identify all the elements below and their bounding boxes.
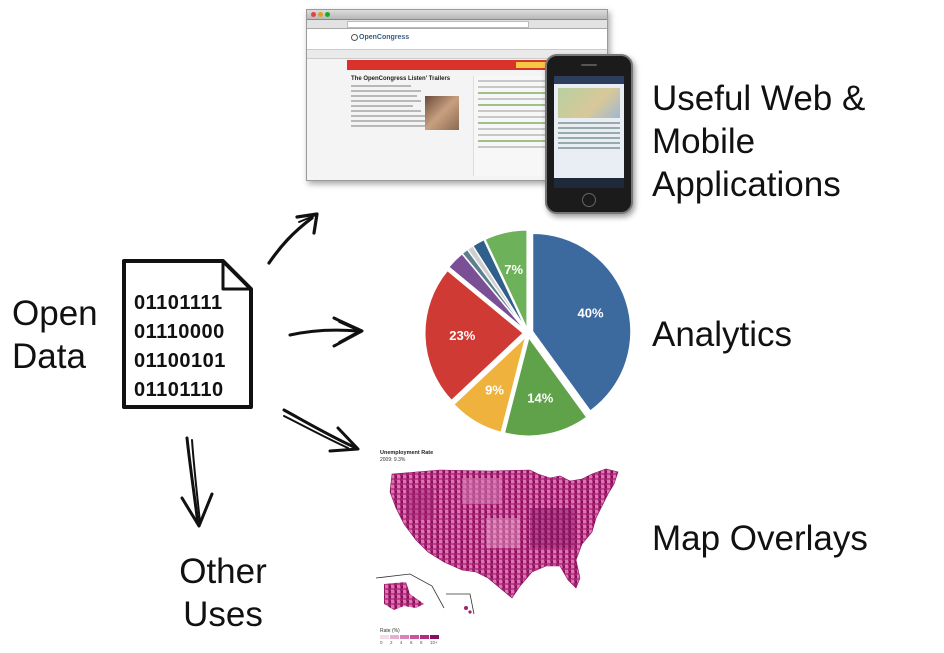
arrow-to-map-icon bbox=[282, 408, 360, 453]
web-mobile-label: Useful Web & Mobile Applications bbox=[652, 77, 942, 206]
legend-tick: 10+ bbox=[430, 640, 438, 645]
analytics-pie-chart: 40% 14% 9% 23% 7% bbox=[424, 229, 632, 437]
analytics-label: Analytics bbox=[652, 315, 793, 354]
pie-slice bbox=[453, 335, 527, 433]
site-banner bbox=[347, 60, 562, 70]
pie-slice bbox=[424, 269, 524, 401]
other-uses-line-2: Uses bbox=[183, 595, 263, 634]
legend-swatch bbox=[380, 635, 389, 639]
site-name: OpenCongress bbox=[359, 34, 410, 41]
post-title: The OpenCongress Listen' Trailers bbox=[351, 76, 451, 82]
hawaii-inset bbox=[446, 593, 475, 615]
legend-swatch bbox=[410, 635, 419, 639]
legend-tick: 2 bbox=[390, 640, 393, 645]
map-subtitle: 2009: 9.3% bbox=[380, 457, 406, 463]
pie-slice bbox=[448, 253, 525, 330]
binary-line: 01101110 bbox=[134, 379, 224, 401]
contiguous-us-shape bbox=[389, 468, 619, 599]
open-data-line-1: Open bbox=[12, 294, 98, 333]
legend-swatch bbox=[430, 635, 439, 639]
arrow-to-web-icon bbox=[267, 212, 319, 265]
pie-slice bbox=[484, 229, 528, 329]
open-data-label: Open Data bbox=[12, 292, 132, 378]
other-uses-line-1: Other bbox=[179, 552, 267, 591]
pie-slice bbox=[503, 336, 588, 437]
legend-tick: 0 bbox=[380, 640, 383, 645]
legend-swatch bbox=[400, 635, 409, 639]
us-choropleth-map bbox=[375, 468, 619, 615]
legend-label: Rate (%) bbox=[380, 628, 400, 634]
blog-post: The OpenCongress Listen' Trailers bbox=[351, 76, 461, 130]
pie-slice-label: 23% bbox=[449, 328, 475, 343]
other-uses-label: Other Uses bbox=[168, 550, 278, 636]
map-title: Unemployment Rate bbox=[380, 450, 434, 456]
binary-line: 01110000 bbox=[134, 321, 225, 343]
web-label-line-1: Useful Web & bbox=[652, 79, 866, 118]
arrow-to-other-uses-icon bbox=[180, 436, 214, 528]
pie-slice-label: 7% bbox=[504, 262, 523, 277]
url-field bbox=[347, 21, 529, 28]
legend-tick: 6 bbox=[410, 640, 413, 645]
smartphone-screenshot bbox=[545, 54, 633, 214]
arrow-to-analytics-icon bbox=[288, 316, 364, 348]
alaska-shape bbox=[384, 582, 424, 610]
web-label-line-2: Mobile Applications bbox=[652, 122, 841, 204]
site-header: OpenCongress bbox=[307, 29, 607, 49]
site-sidebar bbox=[473, 76, 558, 176]
post-photo bbox=[425, 96, 459, 130]
banner-button bbox=[516, 62, 556, 68]
pie-slice-label: 9% bbox=[485, 383, 504, 398]
open-data-line-2: Data bbox=[12, 337, 86, 376]
legend-swatch bbox=[390, 635, 399, 639]
phone-speaker bbox=[581, 64, 597, 66]
phone-screen bbox=[554, 76, 624, 188]
pie-slice bbox=[472, 239, 527, 329]
browser-titlebar bbox=[307, 10, 607, 20]
binary-digits: 01101111 01110000 01100101 01101110 bbox=[134, 289, 254, 405]
binary-document-icon bbox=[122, 259, 253, 409]
pie-slice-label: 14% bbox=[527, 391, 553, 406]
site-logo-icon bbox=[351, 34, 358, 41]
map-overlays-label: Map Overlays bbox=[652, 519, 868, 558]
site-nav bbox=[307, 49, 607, 59]
unemployment-map: Unemployment Rate 2009: 9.3% Rate (%) 0 … bbox=[370, 448, 640, 648]
alaska-inset bbox=[375, 573, 445, 609]
phone-home-button bbox=[582, 193, 596, 207]
map-legend bbox=[380, 635, 440, 639]
zoom-dot-icon bbox=[325, 12, 330, 17]
pie-slice-label: 40% bbox=[578, 306, 604, 321]
binary-line: 01100101 bbox=[134, 350, 226, 372]
pie-slice bbox=[532, 232, 632, 412]
minimize-dot-icon bbox=[318, 12, 323, 17]
legend-swatch bbox=[420, 635, 429, 639]
legend-tick: 8 bbox=[420, 640, 423, 645]
binary-line: 01101111 bbox=[134, 292, 223, 314]
legend-tick: 4 bbox=[400, 640, 403, 645]
close-dot-icon bbox=[311, 12, 316, 17]
browser-urlbar bbox=[307, 20, 607, 29]
legend-ticks: 0 2 4 6 8 10+ bbox=[380, 640, 440, 645]
